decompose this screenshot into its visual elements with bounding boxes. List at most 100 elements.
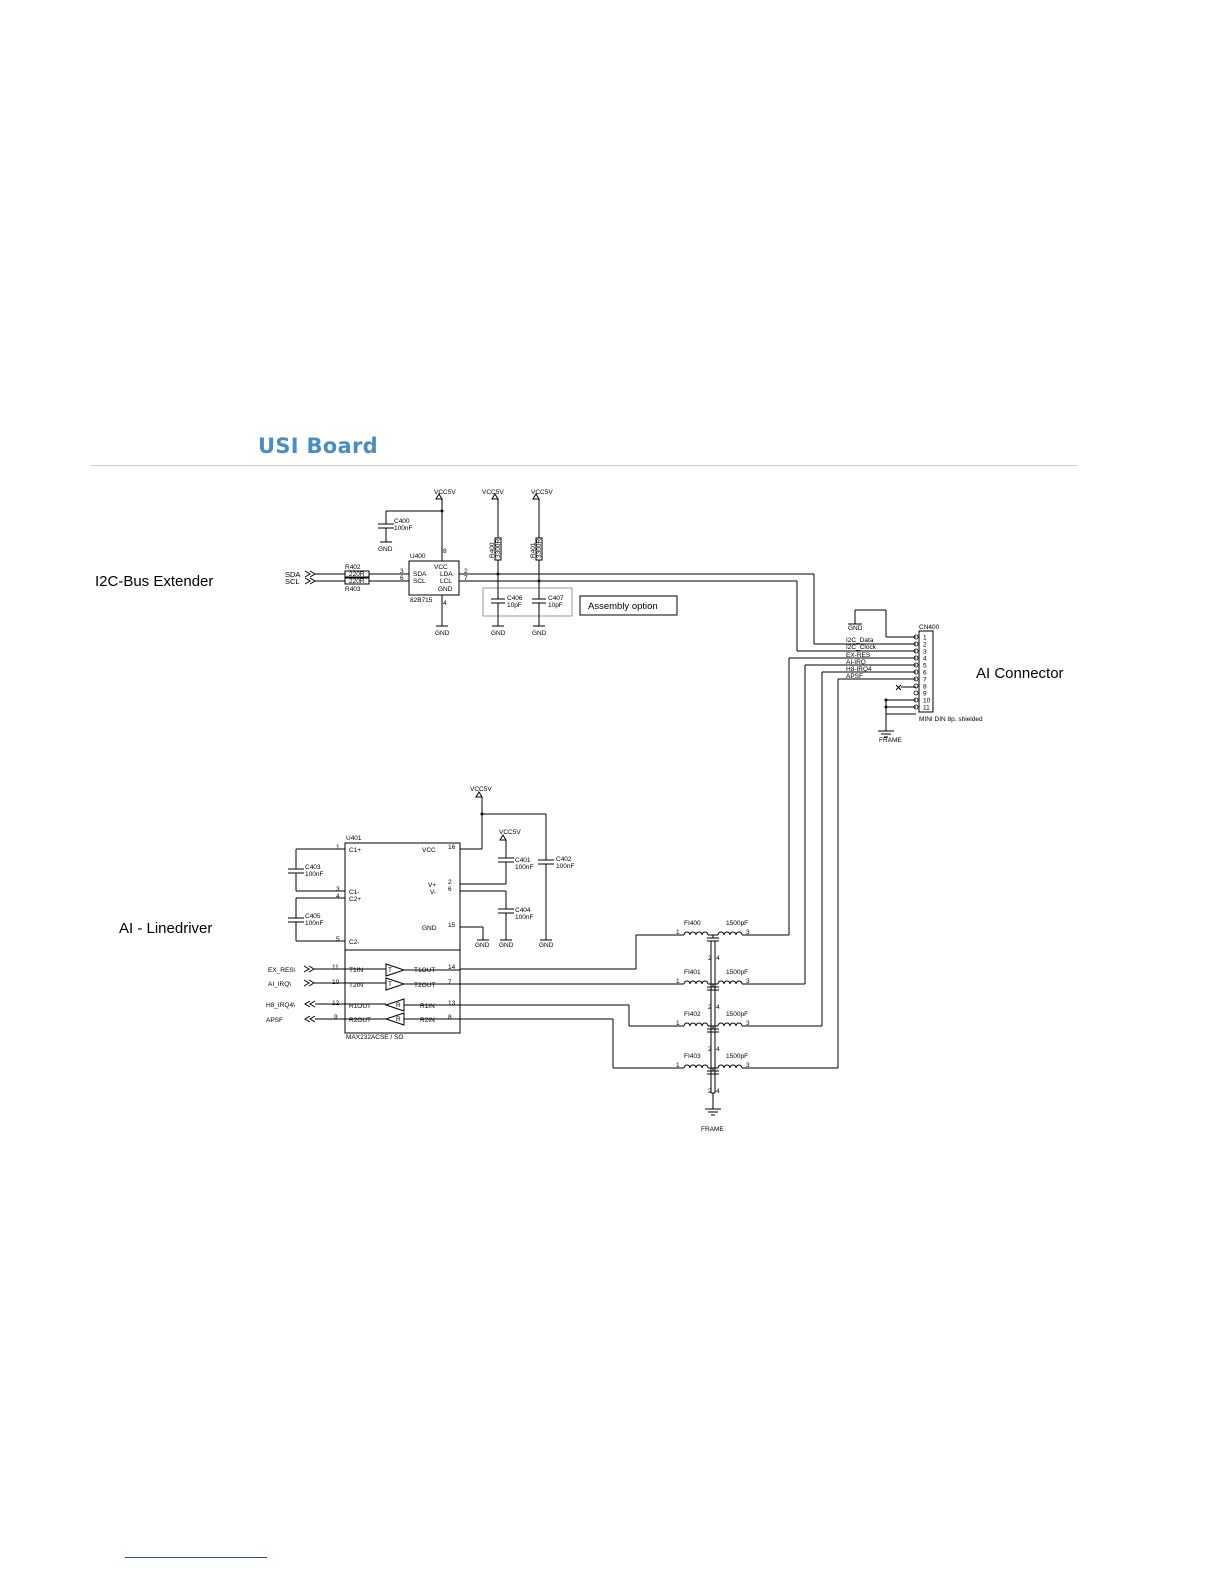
vcc-symbol-r401 xyxy=(532,493,540,500)
c401-ref: C401 xyxy=(515,857,531,864)
sda-input-arrow xyxy=(304,570,316,578)
c404-value: 100nF xyxy=(515,914,533,921)
filter-0-inductor-right xyxy=(717,931,743,936)
filter-1-inductor-left xyxy=(683,980,709,985)
u401-pinno-5: 5 xyxy=(336,936,340,943)
u401-gnd-label: GND xyxy=(475,942,490,949)
u401-pin-t1in: T1IN xyxy=(349,967,363,974)
vcc-label: VCC5V xyxy=(434,489,456,496)
u400-part: 82B715 xyxy=(410,597,433,604)
c403-ref: C403 xyxy=(305,864,321,871)
u401-pin-r2out: R2OUT xyxy=(349,1017,371,1024)
u400-pinno-lcl: 7 xyxy=(464,575,468,582)
u401-pinno-15: 15 xyxy=(448,922,456,929)
u400-pin-vcc: VCC xyxy=(434,564,448,571)
filter-pin-out: 3 xyxy=(746,978,750,985)
assembly-option-label-box xyxy=(579,595,678,616)
r403-resistor xyxy=(344,577,370,585)
filter-pin-gnd-b: 4 xyxy=(716,955,720,962)
r401-value: 3300R xyxy=(536,539,543,558)
receiver-r1-letter: R xyxy=(396,1002,401,1009)
cn400-pin-number: 2 xyxy=(923,642,927,649)
driver-t2-triangle xyxy=(385,977,406,991)
u400-pin-scl: SCL xyxy=(413,578,426,585)
filter-pin-gnd-b: 4 xyxy=(716,1088,720,1095)
filter-pin-in: 1 xyxy=(676,978,680,985)
c405-ref: C405 xyxy=(305,913,321,920)
u400-gnd-label: GND xyxy=(435,630,450,637)
r400-ref: R400 xyxy=(489,542,496,558)
filter-value: 1500pF xyxy=(726,1053,748,1060)
u401-pin-r1out: R1OUT xyxy=(349,1003,371,1010)
u401-pin-c1m: C1- xyxy=(349,889,359,896)
u401-pinno-8: 8 xyxy=(448,1014,452,1021)
footer-divider xyxy=(125,1557,267,1558)
r402-ref: R402 xyxy=(345,564,361,571)
filter-pin-gnd-a: 2 xyxy=(708,955,712,962)
cn400-pin-number: 3 xyxy=(923,649,927,656)
r403-value: 220R xyxy=(349,578,365,585)
filter-3-inductor-right xyxy=(717,1064,743,1069)
u401-pinno-11: 11 xyxy=(332,964,339,971)
c407-value: 10pF xyxy=(548,602,563,609)
u401-chip-upper xyxy=(344,842,461,951)
u400-pin-lcl: LCL xyxy=(440,578,452,585)
vcc-label-c401: VCC5V xyxy=(499,829,521,836)
input-apsf-label: APSF xyxy=(266,1017,283,1024)
cn-signal-i2c-clock: I2C_Clock xyxy=(846,644,877,651)
u400-pin-sda: SDA xyxy=(413,571,427,578)
u401-part: MAX232ACSE / SO xyxy=(346,1034,403,1041)
vcc-symbol-r400 xyxy=(491,493,499,500)
u401-pinno-7: 7 xyxy=(448,979,452,986)
h8-irq4-output-arrow xyxy=(304,1000,316,1008)
filter-pin-in: 1 xyxy=(676,1062,680,1069)
u401-pin-gnd: GND xyxy=(422,925,437,932)
page-title: USI Board xyxy=(258,434,378,458)
cn-signal-ex-res: EX-RES xyxy=(846,652,871,659)
driver-t1-triangle xyxy=(385,963,406,977)
u401-pinno-3: 3 xyxy=(336,886,340,893)
cn400-frame-label: FRAME xyxy=(879,737,902,744)
ai-linedriver-block: U401 MAX232ACSE / SO C1+ C1- C2+ C2- T1I… xyxy=(266,786,838,1133)
connector-section-label: AI Connector xyxy=(976,665,1064,682)
r401-ref: R401 xyxy=(530,542,537,558)
r402-resistor xyxy=(344,570,370,578)
c406-value: 10pF xyxy=(507,602,522,609)
filter-2-inductor-right xyxy=(717,1022,743,1027)
cn400-pin-number: 5 xyxy=(923,663,927,670)
filter-value: 1500pF xyxy=(726,969,748,976)
cn400-pin-number: 11 xyxy=(923,705,930,712)
input-ex-res-label: EX_RES\ xyxy=(268,967,296,974)
filter-pin-out: 3 xyxy=(746,1062,750,1069)
u400-pin-lda: LDA xyxy=(440,571,453,578)
driver-t1-letter: T xyxy=(388,967,392,974)
cn-signal-h8-irq4: H8-IRQ4 xyxy=(846,666,872,673)
cn400-pin-number: 1 xyxy=(923,635,927,642)
u401-pinno-1: 1 xyxy=(336,844,340,851)
u400-pinno-lda: 2 xyxy=(464,568,468,575)
u401-ref: U401 xyxy=(346,835,362,842)
filter-1-inductor-right xyxy=(717,980,743,985)
driver-t2-letter: T xyxy=(388,981,392,988)
vcc-label-r401: VCC5V xyxy=(531,489,553,496)
cn-signal-apsf: APSF xyxy=(846,673,863,680)
receiver-r2-letter: R xyxy=(396,1016,401,1023)
assembly-option-box xyxy=(482,587,573,617)
u401-pinno-6: 6 xyxy=(448,886,452,893)
u401-pinno-9: 9 xyxy=(334,1014,338,1021)
c402-value: 100nF xyxy=(556,863,574,870)
u400-pin-gnd: GND xyxy=(438,586,453,593)
ex-res-input-arrow xyxy=(303,965,315,973)
u401-pin-t2out: T2OUT xyxy=(414,982,435,989)
cn400-pin-number: 8 xyxy=(923,684,927,691)
u401-pin-vcc: VCC xyxy=(422,847,436,854)
filter-pin-gnd-a: 2 xyxy=(708,1004,712,1011)
filter-2-inductor-left xyxy=(683,1022,709,1027)
c405-value: 100nF xyxy=(305,920,323,927)
linedriver-section-label: AI - Linedriver xyxy=(119,920,213,937)
cn400-gnd-label: GND xyxy=(848,625,863,632)
filter-value: 1500pF xyxy=(726,1011,748,1018)
c400-gnd-label: GND xyxy=(378,546,393,553)
c404-ref: C404 xyxy=(515,907,531,914)
